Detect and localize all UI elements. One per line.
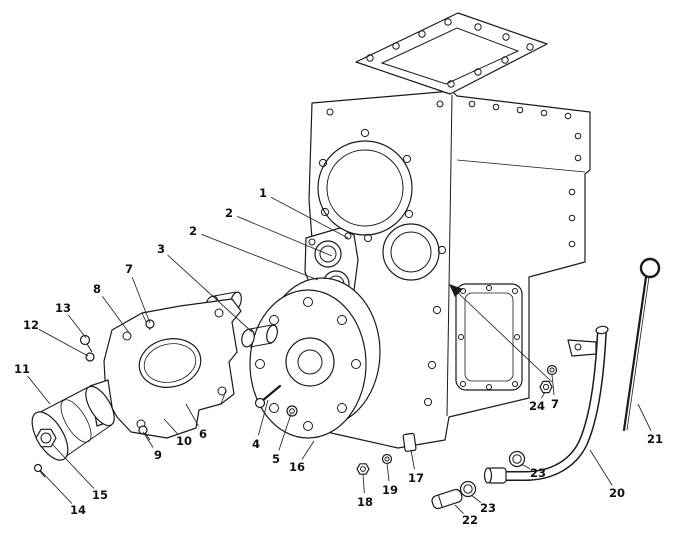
callout-label-7: 7 xyxy=(551,397,559,411)
callout-label-18: 18 xyxy=(357,495,373,509)
bottom-mount-block xyxy=(402,432,417,452)
washer-5 xyxy=(286,405,298,417)
side-access-cover xyxy=(455,283,523,391)
callout-label-2: 2 xyxy=(225,206,233,220)
leader-line-24 xyxy=(541,391,546,399)
mounting-bracket xyxy=(103,298,242,439)
leader-line-4 xyxy=(257,399,269,436)
callout-label-23: 23 xyxy=(530,466,546,480)
leader-line-11 xyxy=(27,375,51,405)
oil-filler-tube xyxy=(483,325,609,484)
clutch-housing-disc xyxy=(249,277,381,439)
callout-label-21: 21 xyxy=(647,432,663,446)
callout-label-5: 5 xyxy=(272,452,280,466)
leader-line-20 xyxy=(589,449,613,486)
leader-line-13 xyxy=(68,314,87,339)
callout-label-2: 2 xyxy=(189,224,197,238)
bolt-4 xyxy=(260,384,282,403)
callout-label-1: 1 xyxy=(259,186,267,200)
leader-line-8 xyxy=(101,295,131,335)
callout-label-23: 23 xyxy=(480,501,496,515)
dipstick xyxy=(622,257,661,432)
leader-line-3 xyxy=(167,254,253,333)
tube-mount-tab xyxy=(567,339,597,357)
leader-line-7 xyxy=(131,277,151,324)
callout-label-7: 7 xyxy=(125,262,133,276)
callout-label-12: 12 xyxy=(23,318,39,332)
callout-label-19: 19 xyxy=(382,483,398,497)
fasteners xyxy=(33,319,558,510)
callout-label-15: 15 xyxy=(92,488,108,502)
leader-line-18 xyxy=(362,473,365,494)
leader-line-2 xyxy=(237,216,333,257)
washer-12 xyxy=(85,352,95,362)
leader-line-21 xyxy=(637,403,652,432)
leader-line-2 xyxy=(201,233,319,281)
washer-7b xyxy=(546,364,558,376)
leader-line-10 xyxy=(163,418,179,435)
callout-label-4: 4 xyxy=(252,437,260,451)
callout-label-6: 6 xyxy=(199,427,207,441)
plug-bolt-22 xyxy=(431,488,463,510)
washer-7a xyxy=(145,319,155,329)
leader-line-22 xyxy=(454,504,464,514)
leader-line-16 xyxy=(301,440,315,460)
callout-label-17: 17 xyxy=(408,471,424,485)
leader-line-9 xyxy=(142,431,154,448)
callout-label-11: 11 xyxy=(14,362,30,376)
leader-line-23 xyxy=(520,463,531,470)
leader-line-23 xyxy=(470,494,482,503)
callout-label-14: 14 xyxy=(70,503,86,517)
top-cover-opening xyxy=(355,12,548,95)
callout-label-16: 16 xyxy=(289,460,305,474)
seal-ring-23a xyxy=(459,480,477,498)
pointer-arrow xyxy=(449,284,553,383)
callout-label-13: 13 xyxy=(55,301,71,315)
leader-line-17 xyxy=(410,449,415,470)
hex-nut-end xyxy=(35,428,57,448)
washer-19 xyxy=(381,453,393,465)
bolt-9 xyxy=(138,425,148,435)
leader-line-15 xyxy=(51,443,95,489)
leader-line-12 xyxy=(38,328,89,357)
callout-label-3: 3 xyxy=(157,242,165,256)
callout-label-24: 24 xyxy=(529,399,545,413)
leader-line-14 xyxy=(39,469,73,504)
leader-line-19 xyxy=(386,462,390,482)
callout-label-10: 10 xyxy=(176,434,192,448)
leader-line-1 xyxy=(270,196,349,239)
cylindrical-pump xyxy=(31,379,115,461)
dipstick-ring-handle xyxy=(639,257,661,279)
leader-line-5 xyxy=(278,413,292,451)
leader-line-6 xyxy=(185,403,199,427)
leader-line-7 xyxy=(551,374,555,396)
bolt-14 xyxy=(33,463,43,473)
callout-label-20: 20 xyxy=(609,486,625,500)
nut-18 xyxy=(356,463,370,475)
callout-label-8: 8 xyxy=(93,282,101,296)
seal-ring-23b xyxy=(508,450,526,468)
nut-24 xyxy=(539,380,553,394)
bolt-13 xyxy=(79,334,91,346)
callout-label-9: 9 xyxy=(154,448,162,462)
callout-label-22: 22 xyxy=(462,513,478,527)
